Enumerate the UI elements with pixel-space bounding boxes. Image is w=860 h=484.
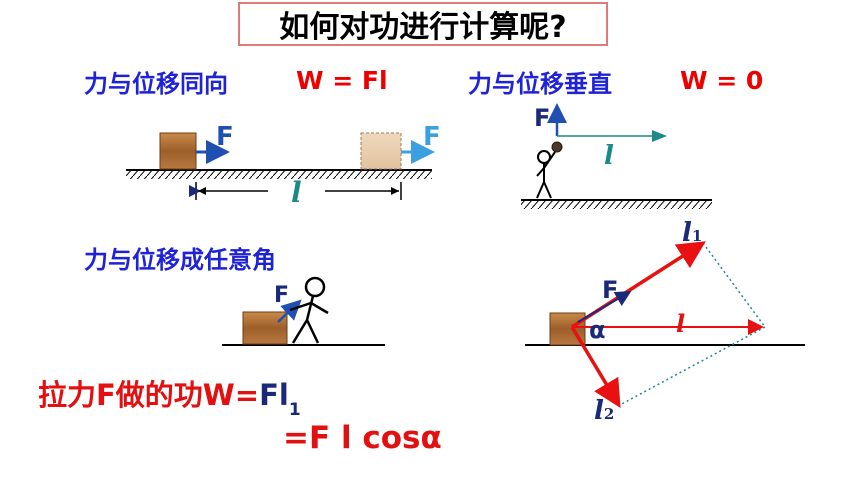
block-moved xyxy=(360,132,402,170)
case-angle-diagram xyxy=(222,276,385,346)
decomp-displacement-label: l xyxy=(676,309,686,338)
case-same-label: 力与位移同向 xyxy=(84,70,228,98)
page-title: 如何对功进行计算呢? xyxy=(238,2,608,46)
case-angle-label: 力与位移成任意角 xyxy=(84,246,276,274)
work-line-2: =F l cosα xyxy=(283,420,442,456)
decomp-force-label: F xyxy=(602,276,619,304)
case-perpendicular-formula: W = 0 xyxy=(680,66,764,95)
block xyxy=(242,311,288,345)
case-perpendicular-diagram xyxy=(521,103,712,209)
ball xyxy=(551,141,563,153)
component-1-label: l1 xyxy=(682,218,703,248)
case-same-diagram xyxy=(126,132,435,200)
case-same-formula: W = Fl xyxy=(296,66,388,95)
decomposition-diagram xyxy=(525,241,805,409)
case-perpendicular-label: 力与位移垂直 xyxy=(468,70,612,98)
component-2-label: l2 xyxy=(594,396,615,426)
force-arrow-angled xyxy=(277,299,302,323)
force-label: F xyxy=(274,283,290,308)
displacement-label: l xyxy=(291,176,302,209)
force-label: F xyxy=(534,104,551,132)
force-label-left: F xyxy=(216,122,234,152)
angle-label: α xyxy=(589,316,606,344)
block xyxy=(159,132,197,170)
component-2-arrow xyxy=(570,326,621,409)
displacement-label: l xyxy=(604,141,614,171)
force-arrow xyxy=(577,290,632,323)
work-line-1: 拉力F做的功W=Fl1 xyxy=(38,378,301,420)
force-label-right: F xyxy=(423,122,441,152)
